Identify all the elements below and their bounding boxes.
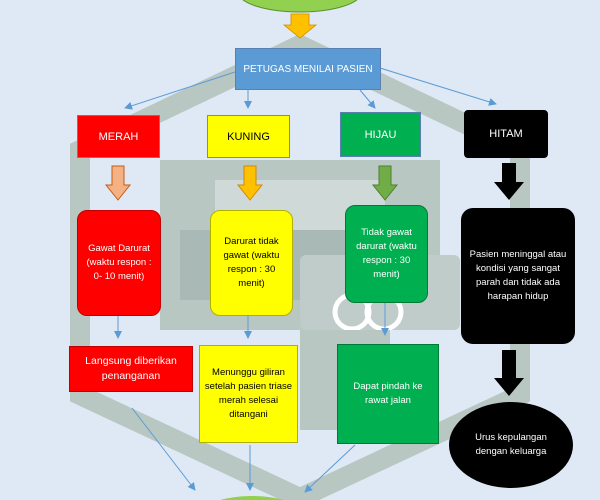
black-down-arrow xyxy=(494,163,524,200)
action-yellow-text: Menunggu giliran setelah pasien triase m… xyxy=(204,367,293,420)
end-oval xyxy=(220,496,284,500)
category-red-label: MERAH xyxy=(98,130,139,143)
category-red-box: MERAH xyxy=(77,115,160,158)
action-black-text: Urus kepulangan dengan keluarga xyxy=(475,432,547,457)
action-red-text: Langsung diberikan penanganan xyxy=(85,354,177,382)
black-down-arrow-lower xyxy=(494,350,524,396)
category-green-box: HIJAU xyxy=(340,112,421,157)
description-black-text: Pasien meninggal atau kondisi yang sanga… xyxy=(469,249,567,302)
start-down-arrow xyxy=(282,13,318,39)
category-yellow-label: KUNING xyxy=(227,130,270,143)
category-black-box: HITAM xyxy=(464,110,548,158)
description-yellow-text: Darurat tidak gawat (waktu respon : 30 m… xyxy=(223,236,280,289)
action-red-box: Langsung diberikan penanganan xyxy=(69,346,193,392)
description-green-box: Tidak gawat darurat (waktu respon : 30 m… xyxy=(345,205,428,303)
category-green-label: HIJAU xyxy=(364,128,397,141)
description-yellow-box: Darurat tidak gawat (waktu respon : 30 m… xyxy=(210,210,293,316)
action-black-oval: Urus kepulangan dengan keluarga xyxy=(449,402,573,488)
assess-patient-label: PETUGAS MENILAI PASIEN xyxy=(243,63,373,75)
action-green-box: Dapat pindah ke rawat jalan xyxy=(337,344,439,444)
start-oval xyxy=(242,0,358,13)
description-red-box: Gawat Darurat (waktu respon : 0- 10 meni… xyxy=(77,210,161,316)
red-down-arrow xyxy=(104,165,132,201)
description-black-box: Pasien meninggal atau kondisi yang sanga… xyxy=(461,208,575,344)
category-yellow-box: KUNING xyxy=(207,115,290,158)
connector-lines xyxy=(114,67,497,493)
description-green-text: Tidak gawat darurat (waktu respon : 30 m… xyxy=(356,227,417,280)
green-down-arrow xyxy=(371,165,399,201)
category-black-label: HITAM xyxy=(489,128,523,140)
yellow-down-arrow xyxy=(236,165,264,201)
description-red-text: Gawat Darurat (waktu respon : 0- 10 meni… xyxy=(86,243,152,282)
assess-patient-box: PETUGAS MENILAI PASIEN xyxy=(235,48,381,90)
action-green-text: Dapat pindah ke rawat jalan xyxy=(353,381,423,406)
action-yellow-box: Menunggu giliran setelah pasien triase m… xyxy=(199,345,298,443)
